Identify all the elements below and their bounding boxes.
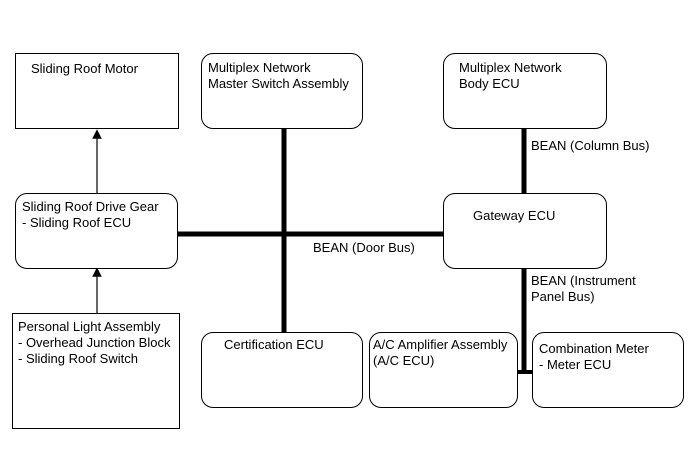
drive-gear-label: Sliding Roof Drive Gear - Sliding Roof E… [22, 199, 159, 230]
sliding-roof-motor-label: Sliding Roof Motor [31, 61, 138, 76]
certification-ecu-box: Certification ECU [201, 332, 363, 408]
drive-gear-box: Sliding Roof Drive Gear - Sliding Roof E… [15, 193, 178, 269]
sliding-roof-motor-box: Sliding Roof Motor [15, 53, 179, 129]
door-bus-label: BEAN (Door Bus) [313, 240, 415, 255]
combination-meter-label: Combination Meter - Meter ECU [539, 341, 649, 372]
ac-amplifier-label: A/C Amplifier Assembly (A/C ECU) [373, 337, 508, 368]
gateway-ecu-label: Gateway ECU [473, 208, 556, 223]
gateway-ecu-box: Gateway ECU [443, 193, 607, 269]
certification-ecu-label: Certification ECU [224, 337, 324, 352]
body-ecu-label: Multiplex Network Body ECU [459, 60, 562, 91]
combination-meter-box: Combination Meter - Meter ECU [532, 332, 684, 408]
instrument-panel-bus-label: BEAN (Instrument Panel Bus) [531, 273, 636, 304]
master-switch-label: Multiplex Network Master Switch Assembly [208, 60, 349, 91]
column-bus-label: BEAN (Column Bus) [531, 138, 650, 153]
personal-light-label: Personal Light Assembly - Overhead Junct… [18, 319, 171, 366]
personal-light-box: Personal Light Assembly - Overhead Junct… [12, 313, 180, 429]
body-ecu-box: Multiplex Network Body ECU [443, 53, 607, 129]
master-switch-box: Multiplex Network Master Switch Assembly [201, 53, 363, 129]
ac-amplifier-box: A/C Amplifier Assembly (A/C ECU) [369, 332, 518, 408]
